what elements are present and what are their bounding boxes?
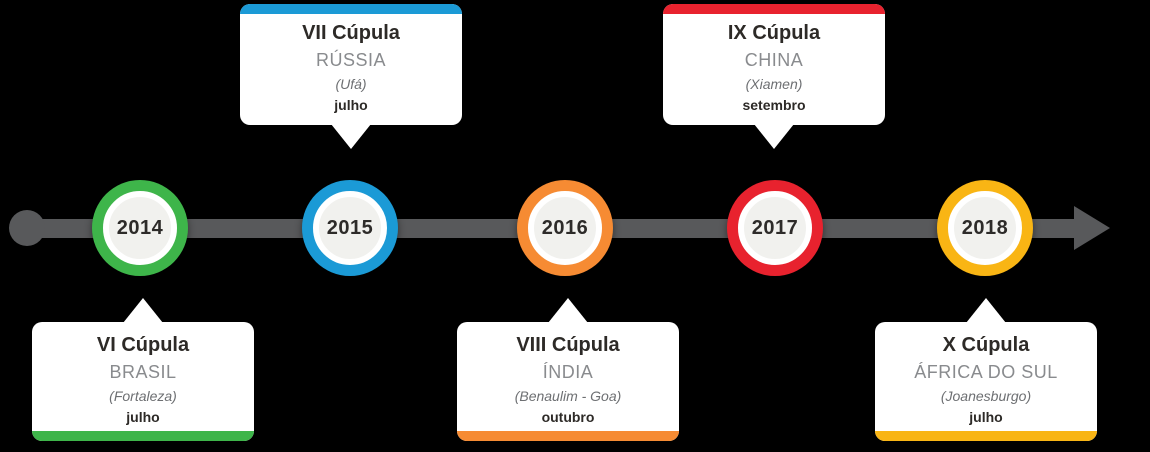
year-ring-2016: 2016 bbox=[517, 180, 613, 276]
year-ring-2018: 2018 bbox=[937, 180, 1033, 276]
card-accent-bar bbox=[663, 4, 885, 14]
timeline-node-2014: 2014 bbox=[92, 180, 188, 276]
card-pointer-up-icon bbox=[123, 298, 163, 323]
timeline-node-2018: 2018 bbox=[937, 180, 1033, 276]
card-city: (Benaulim - Goa) bbox=[514, 388, 622, 404]
card-body: IX Cúpula CHINA (Xiamen) setembro bbox=[663, 4, 885, 125]
card-pointer-down-icon bbox=[754, 124, 794, 149]
card-country: ÁFRICA DO SUL bbox=[914, 362, 1058, 382]
card-pointer-down-icon bbox=[331, 124, 371, 149]
timeline-node-2016: 2016 bbox=[517, 180, 613, 276]
year-label-2015: 2015 bbox=[326, 216, 374, 239]
card-country: ÍNDIA bbox=[542, 362, 594, 382]
event-card-2017: IX Cúpula CHINA (Xiamen) setembro bbox=[663, 4, 885, 149]
card-accent-bar bbox=[875, 431, 1097, 441]
timeline-node-2015: 2015 bbox=[302, 180, 398, 276]
card-country: RÚSSIA bbox=[315, 50, 387, 70]
year-inner-2018: 2018 bbox=[948, 191, 1022, 265]
card-city: (Xiamen) bbox=[745, 76, 803, 92]
card-month: setembro bbox=[742, 97, 806, 113]
card-city: (Ufá) bbox=[335, 76, 367, 92]
card-title: VI Cúpula bbox=[96, 334, 190, 356]
card-body: VIII Cúpula ÍNDIA (Benaulim - Goa) outub… bbox=[457, 322, 679, 441]
card-country: BRASIL bbox=[109, 362, 177, 382]
event-card-2015: VII Cúpula RÚSSIA (Ufá) julho bbox=[240, 4, 462, 149]
card-month: julho bbox=[334, 97, 368, 113]
card-month: julho bbox=[969, 409, 1003, 425]
year-ring-2015: 2015 bbox=[302, 180, 398, 276]
card-title: VIII Cúpula bbox=[516, 334, 620, 356]
card-country: CHINA bbox=[744, 50, 804, 70]
card-pointer-up-icon bbox=[966, 298, 1006, 323]
year-ring-2017: 2017 bbox=[727, 180, 823, 276]
card-city: (Fortaleza) bbox=[109, 388, 177, 404]
card-accent-bar bbox=[457, 431, 679, 441]
year-inner-2015: 2015 bbox=[313, 191, 387, 265]
card-title: IX Cúpula bbox=[727, 22, 821, 44]
year-label-2016: 2016 bbox=[541, 216, 589, 239]
card-body: VI Cúpula BRASIL (Fortaleza) julho bbox=[32, 322, 254, 441]
year-label-2017: 2017 bbox=[751, 216, 799, 239]
year-inner-2017: 2017 bbox=[738, 191, 812, 265]
card-pointer-up-icon bbox=[548, 298, 588, 323]
card-body: VII Cúpula RÚSSIA (Ufá) julho bbox=[240, 4, 462, 125]
year-label-2018: 2018 bbox=[961, 216, 1009, 239]
card-title: VII Cúpula bbox=[302, 22, 400, 44]
year-inner-2014: 2014 bbox=[103, 191, 177, 265]
timeline-node-2017: 2017 bbox=[727, 180, 823, 276]
event-card-2014: VI Cúpula BRASIL (Fortaleza) julho bbox=[32, 298, 254, 441]
event-card-2016: VIII Cúpula ÍNDIA (Benaulim - Goa) outub… bbox=[457, 298, 679, 441]
timeline-arrow-icon bbox=[1074, 206, 1110, 250]
year-inner-2016: 2016 bbox=[528, 191, 602, 265]
event-card-2018: X Cúpula ÁFRICA DO SUL (Joanesburgo) jul… bbox=[875, 298, 1097, 441]
card-title: X Cúpula bbox=[942, 334, 1030, 356]
card-body: X Cúpula ÁFRICA DO SUL (Joanesburgo) jul… bbox=[875, 322, 1097, 441]
year-label-2014: 2014 bbox=[116, 216, 164, 239]
card-month: outubro bbox=[541, 409, 595, 425]
card-month: julho bbox=[126, 409, 160, 425]
card-accent-bar bbox=[240, 4, 462, 14]
year-ring-2014: 2014 bbox=[92, 180, 188, 276]
card-city: (Joanesburgo) bbox=[940, 388, 1032, 404]
timeline-start-dot bbox=[9, 210, 45, 246]
card-accent-bar bbox=[32, 431, 254, 441]
